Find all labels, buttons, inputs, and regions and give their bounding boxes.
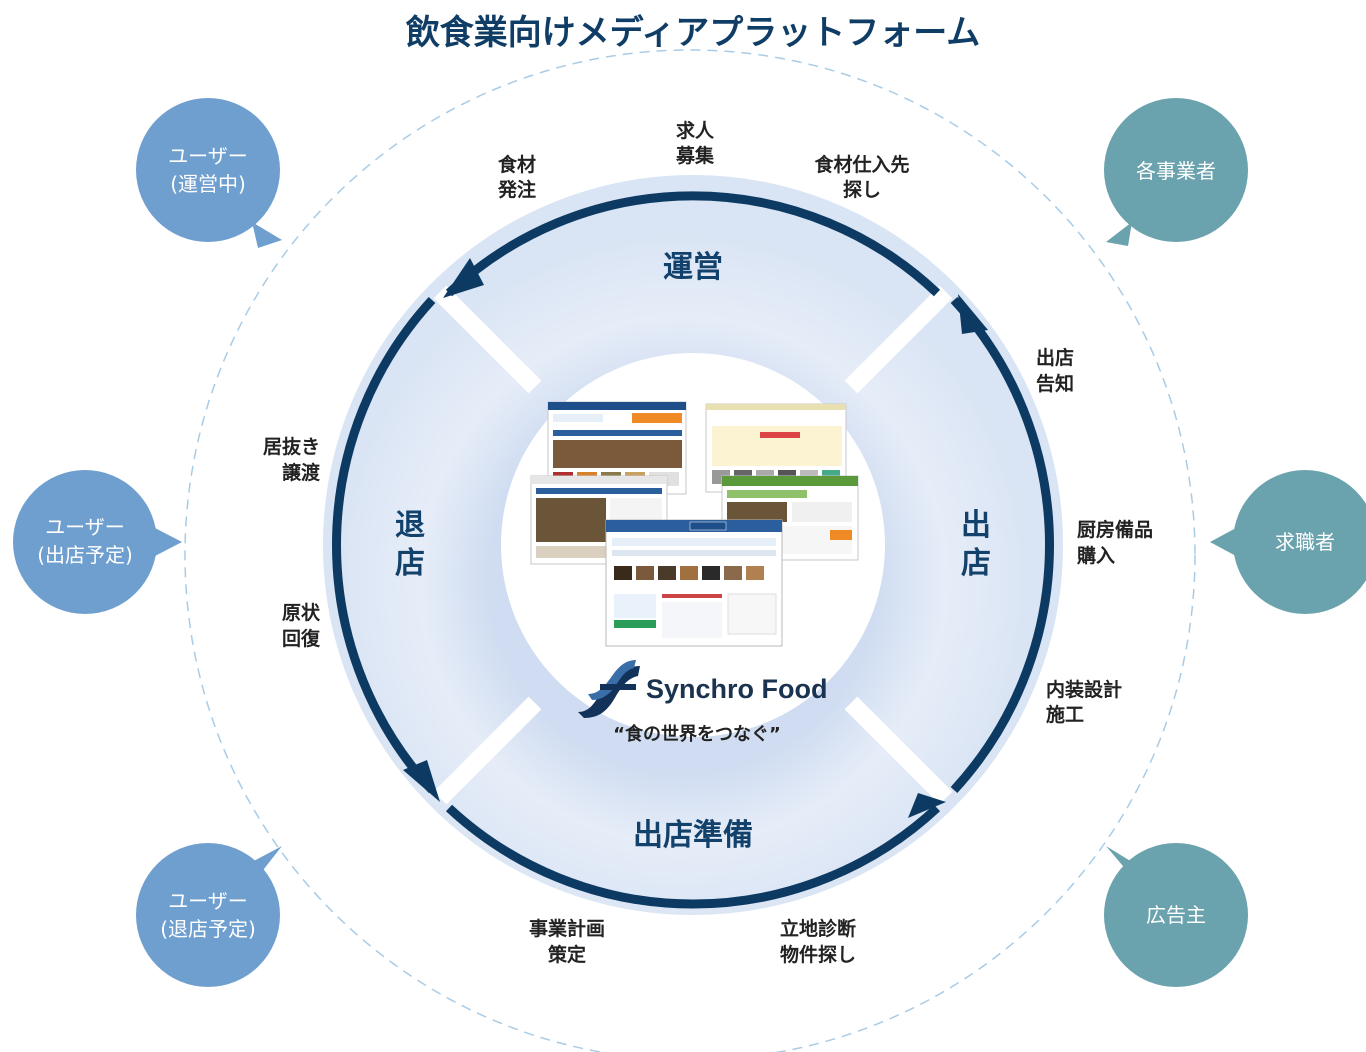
- arrow-arc-close: [331, 296, 436, 794]
- diagram-title: 飲食業向けメディアプラットフォーム: [406, 13, 981, 53]
- activity-label: 探し: [843, 179, 881, 201]
- user-bubble-planning-close: ユーザー (退店予定): [136, 843, 282, 987]
- activity-label: 施工: [1046, 703, 1084, 726]
- bubble-label: ユーザー: [168, 144, 248, 168]
- website-screenshots: [530, 401, 859, 647]
- activity-label: 内装設計: [1046, 678, 1122, 701]
- bubble-label: 各事業者: [1136, 159, 1216, 183]
- activity-label: 策定: [548, 943, 586, 966]
- bubble-label: (出店予定): [37, 543, 133, 567]
- bubble-label: ユーザー: [168, 889, 248, 913]
- activity-restore: 原状 回復: [282, 601, 321, 650]
- outer-dashed-circle: [184, 49, 1196, 1052]
- arrowhead-close: [403, 760, 440, 802]
- activity-label: 食材: [498, 153, 536, 176]
- activity-label: 立地診断: [780, 917, 856, 940]
- user-bubble-operating: ユーザー (運営中): [136, 98, 282, 248]
- bubble-label: 広告主: [1146, 903, 1206, 927]
- arrowhead-operate: [443, 258, 484, 298]
- activity-label: 告知: [1036, 372, 1074, 395]
- bubble-pointer: [252, 222, 282, 248]
- bubble-pointer: [155, 528, 182, 556]
- activity-announce: 出店 告知: [1036, 346, 1074, 395]
- segment-open-label-2: 店: [961, 546, 991, 581]
- activity-label: 発注: [497, 178, 536, 201]
- ring-band: [323, 175, 1063, 915]
- bubble-label: 求職者: [1275, 530, 1335, 554]
- bubble-label: (退店予定): [160, 917, 256, 941]
- activity-label: 事業計画: [529, 917, 605, 940]
- partner-bubble-businesses: 各事業者: [1104, 98, 1248, 246]
- activity-label: 物件探し: [780, 943, 856, 966]
- arrow-arc-prepare: [445, 804, 941, 909]
- activity-food-order: 食材 発注: [497, 153, 536, 201]
- ring-separators: [433, 285, 953, 805]
- arrow-arc-open: [950, 296, 1055, 794]
- activity-label: 居抜き: [263, 435, 320, 458]
- bubble-label: ユーザー: [45, 515, 125, 539]
- bubble-pointer: [1106, 846, 1132, 872]
- activity-label: 求人: [676, 119, 715, 142]
- activity-interior: 内装設計 施工: [1046, 678, 1122, 726]
- activity-label: 購入: [1077, 544, 1115, 567]
- brand-name: Synchro Food: [646, 674, 828, 704]
- segment-close-label-1: 退: [395, 508, 425, 543]
- arrowhead-prepare: [908, 793, 946, 818]
- activity-supplier: 食材仕入先 探し: [814, 153, 909, 201]
- arrow-arc-operate: [445, 191, 941, 297]
- activity-recruit: 求人 募集: [675, 119, 715, 167]
- user-bubble-planning-open: ユーザー (出店予定): [13, 470, 182, 614]
- segment-operate-label: 運営: [663, 250, 723, 285]
- activity-label: 食材仕入先: [814, 153, 909, 176]
- segment-prepare-label: 出店準備: [633, 818, 753, 853]
- brand-tagline: “食の世界をつなぐ”: [613, 723, 781, 745]
- segment-open-label-1: 出: [961, 508, 991, 543]
- segment-close-label-2: 店: [395, 546, 425, 581]
- activity-label: 厨房備品: [1077, 518, 1153, 541]
- partner-bubble-job-seekers: 求職者: [1210, 470, 1366, 614]
- activity-kitchen: 厨房備品 購入: [1077, 518, 1153, 567]
- arrowhead-open: [958, 294, 988, 334]
- bubble-label: (運営中): [170, 172, 246, 196]
- partner-bubble-advertisers: 広告主: [1104, 843, 1248, 987]
- activity-label: 回復: [282, 627, 321, 650]
- bubble-pointer: [1106, 222, 1132, 246]
- screenshot-front: [605, 519, 783, 647]
- bubble-pointer: [252, 846, 282, 874]
- bubble-pointer: [1210, 528, 1236, 556]
- activity-label: 原状: [282, 601, 321, 624]
- activity-site: 立地診断 物件探し: [780, 917, 856, 966]
- activity-label: 出店: [1036, 346, 1074, 369]
- activity-transfer: 居抜き 譲渡: [263, 435, 321, 484]
- synchro-food-logo: [578, 660, 640, 718]
- activity-plan: 事業計画 策定: [529, 917, 605, 966]
- activity-label: 募集: [675, 144, 715, 167]
- activity-label: 譲渡: [282, 461, 321, 484]
